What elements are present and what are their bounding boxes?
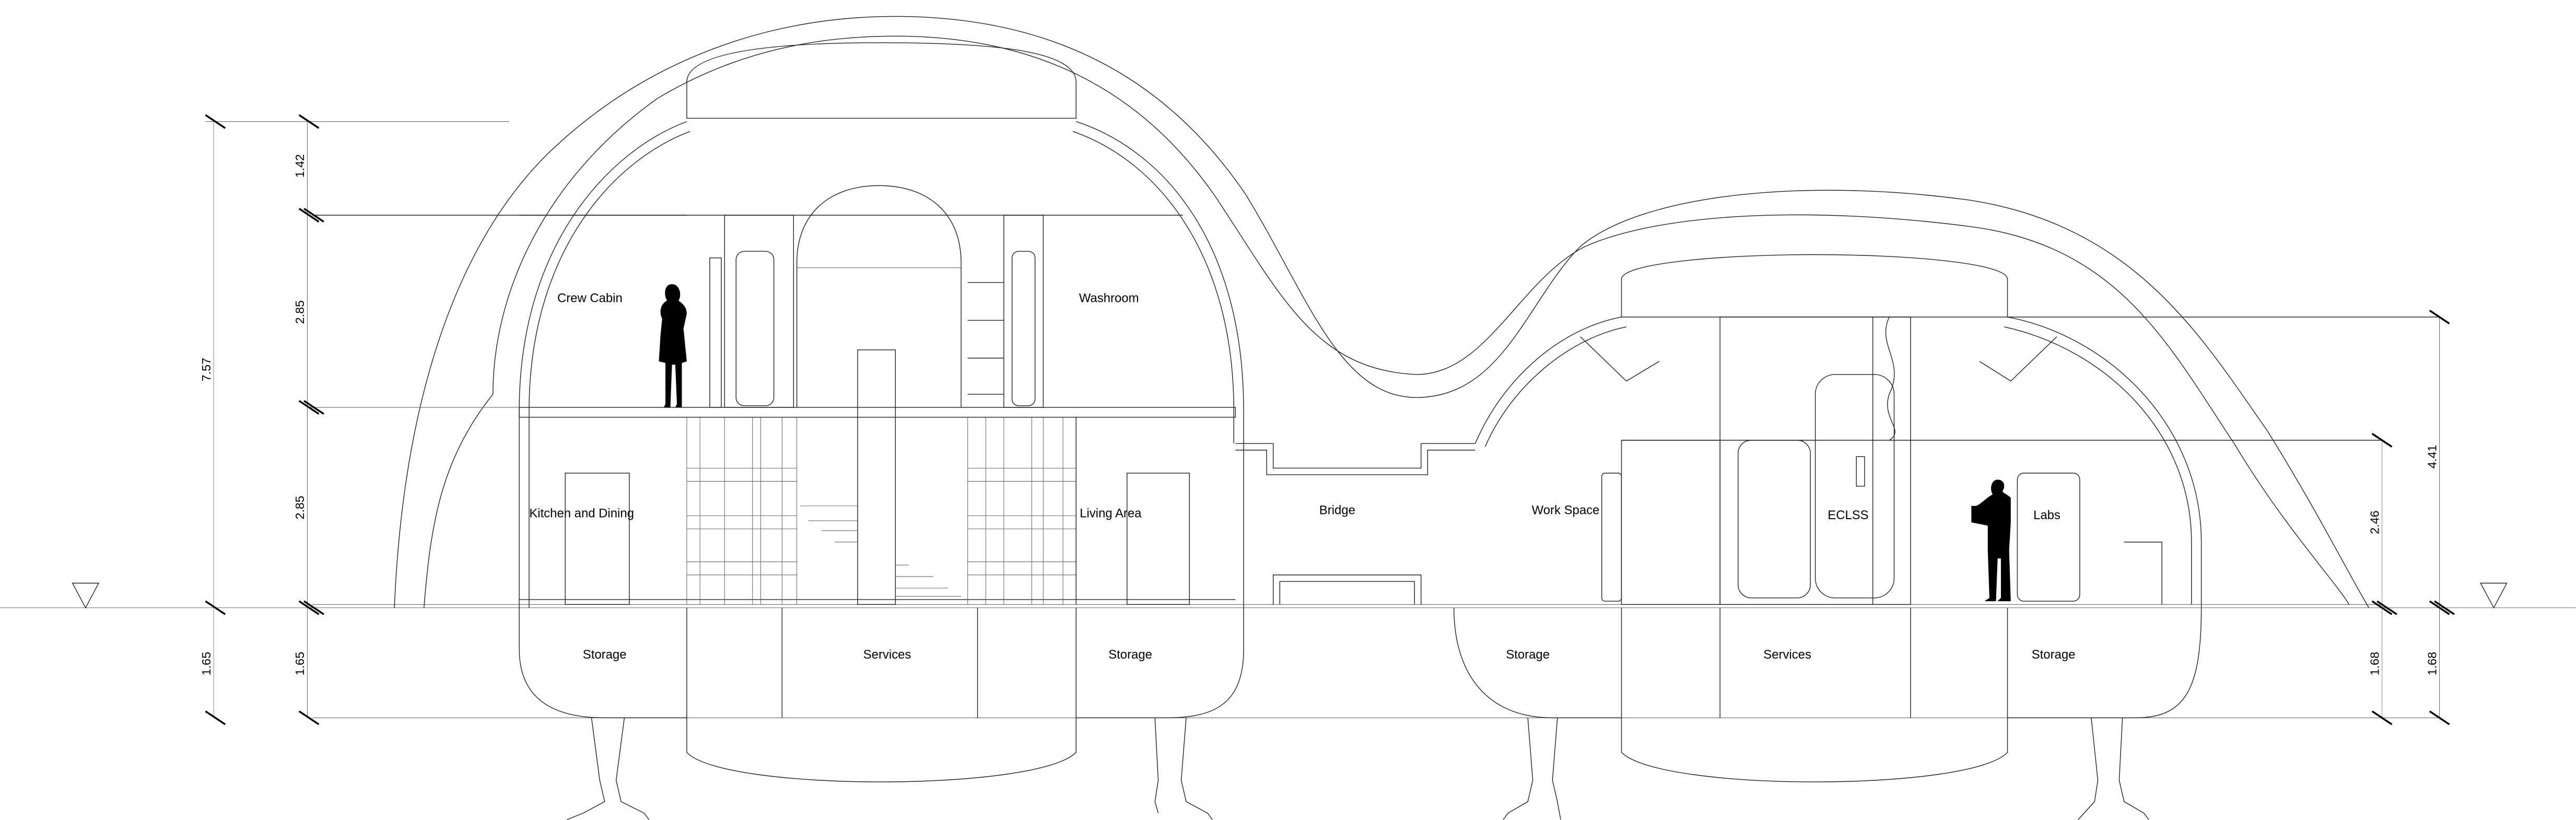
dimension-label: 1.68 (2368, 652, 2381, 675)
room-label-services: Services (863, 648, 911, 662)
human-silhouette-icon (1971, 479, 2011, 602)
room-labels: Crew Cabin Washroom Kitchen and Dining L… (529, 291, 2075, 662)
room-label-storage: Storage (1108, 648, 1152, 662)
dimension-label: 2.85 (293, 300, 307, 324)
right-module (1453, 254, 2440, 820)
room-label-kitchen-dining: Kitchen and Dining (529, 507, 634, 521)
room-label-living-area: Living Area (1080, 507, 1142, 521)
left-cap (686, 42, 1076, 119)
room-label-bridge: Bridge (1319, 503, 1355, 517)
dimension-label: 4.41 (2425, 445, 2439, 468)
room-label-storage: Storage (1506, 648, 1550, 662)
dimension-label: 1.68 (2425, 652, 2439, 675)
dimension-label: 2.85 (293, 496, 307, 519)
dimension-label: 1.65 (200, 652, 213, 675)
room-label-labs: Labs (2033, 508, 2060, 522)
dimension-label: 1.65 (293, 652, 307, 675)
room-label-washroom: Washroom (1079, 291, 1139, 306)
ground-line (0, 604, 2576, 718)
room-label-storage: Storage (2032, 648, 2076, 662)
dimension-label: 7.57 (200, 358, 213, 381)
level-marker-left-icon (72, 582, 100, 609)
dimension-right-outer: 4.41 1.68 (2425, 309, 2455, 725)
outer-envelope (394, 16, 2370, 608)
right-cap (1621, 254, 2008, 318)
dimension-right-inner: 2.46 1.68 (2368, 432, 2397, 725)
room-label-work-space: Work Space (1532, 503, 1600, 517)
dimension-left-inner: 1.42 2.85 2.85 1.65 (293, 114, 520, 725)
dimension-label: 1.42 (293, 154, 307, 178)
dimension-label: 2.46 (2368, 510, 2381, 534)
room-label-eclss: ECLSS (1828, 508, 1868, 522)
human-silhouette-icon (659, 284, 687, 407)
room-label-crew-cabin: Crew Cabin (557, 291, 623, 306)
dimension-left-outer: 7.57 1.65 (200, 114, 510, 725)
level-marker-right-icon (2480, 582, 2508, 609)
bridge-module (1235, 443, 1476, 605)
room-label-storage: Storage (583, 648, 627, 662)
left-module (312, 42, 1244, 820)
room-label-services: Services (1763, 648, 1811, 662)
